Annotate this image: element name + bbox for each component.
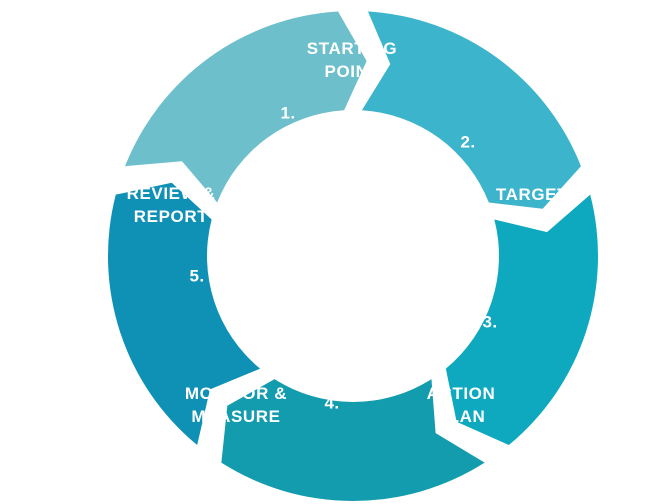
segment-label-2: TARGET bbox=[496, 185, 568, 204]
cycle-segment-3[interactable] bbox=[445, 194, 599, 446]
segment-number-2: 2. bbox=[461, 132, 476, 151]
segment-label-4: MONITOR & MEASURE bbox=[185, 384, 287, 426]
segment-label-5: REVIEW & REPORT bbox=[127, 184, 216, 226]
segment-label-line: TARGET bbox=[496, 185, 568, 204]
segment-number-4: 4. bbox=[325, 393, 340, 412]
segment-number-3: 3. bbox=[483, 312, 498, 331]
segment-label-line: STARTING bbox=[307, 39, 397, 58]
segment-number-5: 5. bbox=[190, 266, 205, 285]
cycle-segment-4[interactable] bbox=[221, 379, 485, 502]
cycle-segment-5[interactable] bbox=[107, 182, 261, 446]
segment-number-1: 1. bbox=[281, 103, 296, 122]
segment-label-line: POINT bbox=[325, 62, 380, 81]
segments-group bbox=[107, 11, 599, 502]
segment-label-line: ACTION bbox=[427, 384, 496, 403]
labels-group: STARTING POINT 1. TARGET 2. ACTION PLAN 3. MONIT… bbox=[127, 39, 568, 426]
segment-label-line: MONITOR & bbox=[185, 384, 287, 403]
segment-label-3: ACTION PLAN bbox=[427, 384, 496, 426]
segment-label-line: MEASURE bbox=[191, 407, 280, 426]
segment-label-line: REVIEW & bbox=[127, 184, 216, 203]
cycle-segment-1[interactable] bbox=[125, 11, 367, 203]
cycle-segment-2[interactable] bbox=[361, 11, 581, 209]
center-hub bbox=[208, 111, 498, 401]
segment-label-line: REPORT bbox=[134, 207, 208, 226]
segment-label-line: PLAN bbox=[437, 407, 486, 426]
segment-label-1: STARTING POINT bbox=[307, 39, 397, 81]
